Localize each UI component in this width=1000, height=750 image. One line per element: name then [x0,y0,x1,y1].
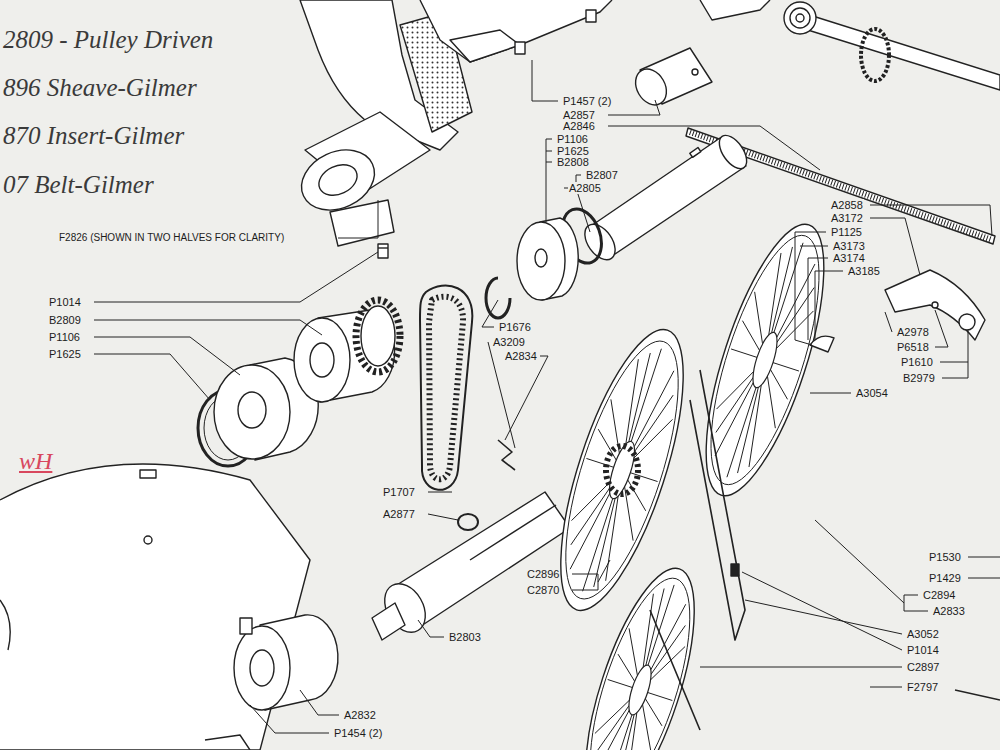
callout-number: A3185 [847,265,881,278]
callout-number: A2877 [382,508,416,521]
callout-number: B2979 [902,372,936,385]
callout-number: P1530 [928,551,962,564]
callout-number: A2833 [932,605,966,618]
callout-number: A3173 [832,240,866,253]
callout-number: A2832 [343,709,377,722]
leader-lines [94,60,1000,733]
callout-number: C2894 [922,589,956,602]
callout-number: P1014 [906,644,940,657]
callout-number: B2803 [448,631,482,644]
callout-number: C2897 [906,661,940,674]
callout-number: A3209 [492,336,526,349]
callout-number: P1125 [830,226,863,239]
callout-number: B2808 [556,156,590,169]
callout-number: A2846 [562,120,596,133]
handwritten-note: 2809 - Pulley Driven [2,26,214,55]
callout-number: P1707 [382,486,416,499]
callout-number: P1106 [556,133,589,146]
callout-number: P1457 (2) [562,95,612,108]
callout-number: C2870 [526,584,560,597]
handwritten-note: 896 Sheave-Gilmer [2,74,198,103]
handwritten-mark: wH [18,448,53,476]
callout-number: P1014 [48,296,82,309]
callout-number: B2807 [585,169,619,182]
callout-number: A2805 [568,182,602,195]
callout-number: A3174 [832,252,866,265]
handwritten-note: 07 Belt-Gilmer [2,171,155,200]
part-note: F2826 (SHOWN IN TWO HALVES FOR CLARITY) [58,232,285,244]
callout-number: F2797 [906,681,939,694]
callout-number: B2809 [48,314,82,327]
handwritten-note: 870 Insert-Gilmer [2,122,185,151]
callout-number: A2858 [830,199,864,212]
callout-number: P1676 [498,321,532,334]
callout-number: P1106 [48,331,81,344]
callout-number: A3172 [830,212,864,225]
callout-number: A3052 [906,628,940,641]
callout-number: P1625 [48,348,82,361]
callout-number: P1429 [928,572,962,585]
callout-number: P6518 [896,341,930,354]
callout-number: A2834 [504,350,538,363]
callout-number: A3054 [855,387,889,400]
callout-number: C2896 [526,568,560,581]
callout-number: P1454 (2) [333,727,383,740]
callout-number: P1610 [900,356,934,369]
callout-number: A2978 [896,326,930,339]
